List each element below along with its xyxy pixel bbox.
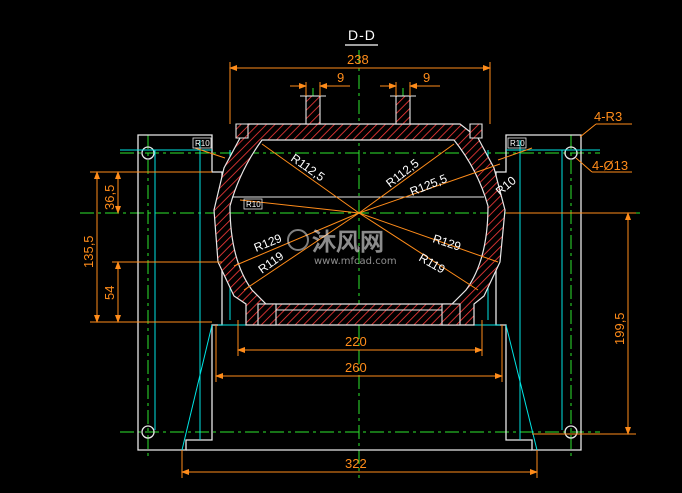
radius-r10-top-left: R10: [195, 139, 210, 148]
dim-220: 220: [345, 334, 367, 349]
callout-corner-radius: 4-R3: [594, 109, 622, 124]
dim-135-5: 135,5: [81, 235, 96, 268]
dim-9-right: 9: [423, 70, 430, 85]
radius-tags: [192, 137, 527, 210]
dimension-lines: [90, 62, 636, 478]
dim-54: 54: [102, 286, 117, 300]
bottom-feet: [257, 303, 461, 326]
dim-238: 238: [347, 52, 369, 67]
radius-r129: R129: [431, 232, 463, 254]
top-ears: [235, 123, 483, 139]
watermark-brand: 沐风网: [312, 228, 384, 256]
top-bosses: [300, 95, 416, 125]
radius-leaders: [194, 143, 533, 291]
watermark: 沐风网 www.mfcad.com: [287, 228, 397, 267]
radius-r119: R119: [417, 250, 448, 276]
construction-lines: [120, 140, 600, 451]
dim-322: 322: [345, 456, 367, 471]
radius-r112-5-left: R112,5: [288, 151, 327, 184]
radius-r10-mid-left: R10: [246, 200, 261, 209]
dim-9-left: 9: [337, 70, 344, 85]
dim-260: 260: [345, 360, 367, 375]
watermark-url: www.mfcad.com: [314, 256, 397, 267]
callout-holes: 4-Ø13: [592, 158, 628, 173]
section-title: D-D: [348, 27, 376, 43]
bolt-holes: [141, 146, 578, 439]
radius-r125-5: R125,5: [408, 171, 449, 199]
dim-36-5: 36,5: [102, 185, 117, 210]
dim-199-5: 199,5: [612, 312, 627, 345]
radius-r10-top-right: R10: [510, 139, 525, 148]
